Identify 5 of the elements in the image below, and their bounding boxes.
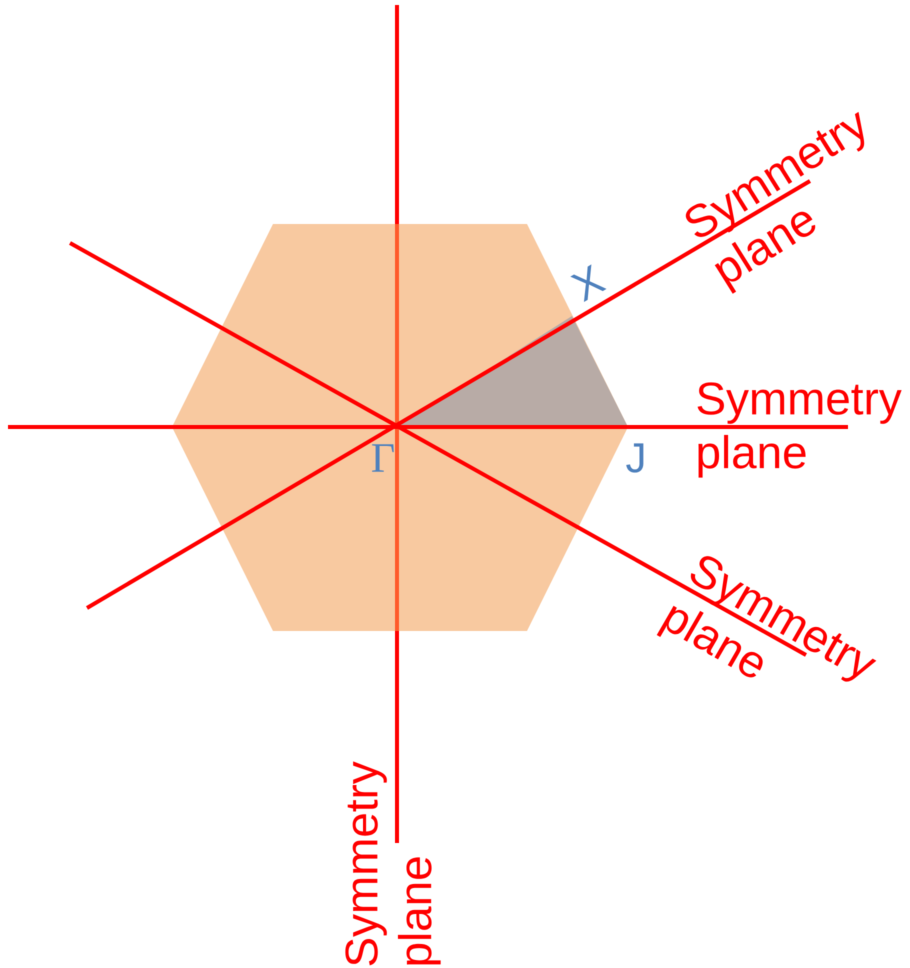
- point-label: X: [570, 264, 607, 302]
- plane-label: Symmetry plane: [345, 761, 441, 966]
- point-label: Γ: [372, 444, 394, 472]
- plane-label: Symmetry plane: [698, 382, 902, 478]
- point-label: J: [626, 443, 644, 473]
